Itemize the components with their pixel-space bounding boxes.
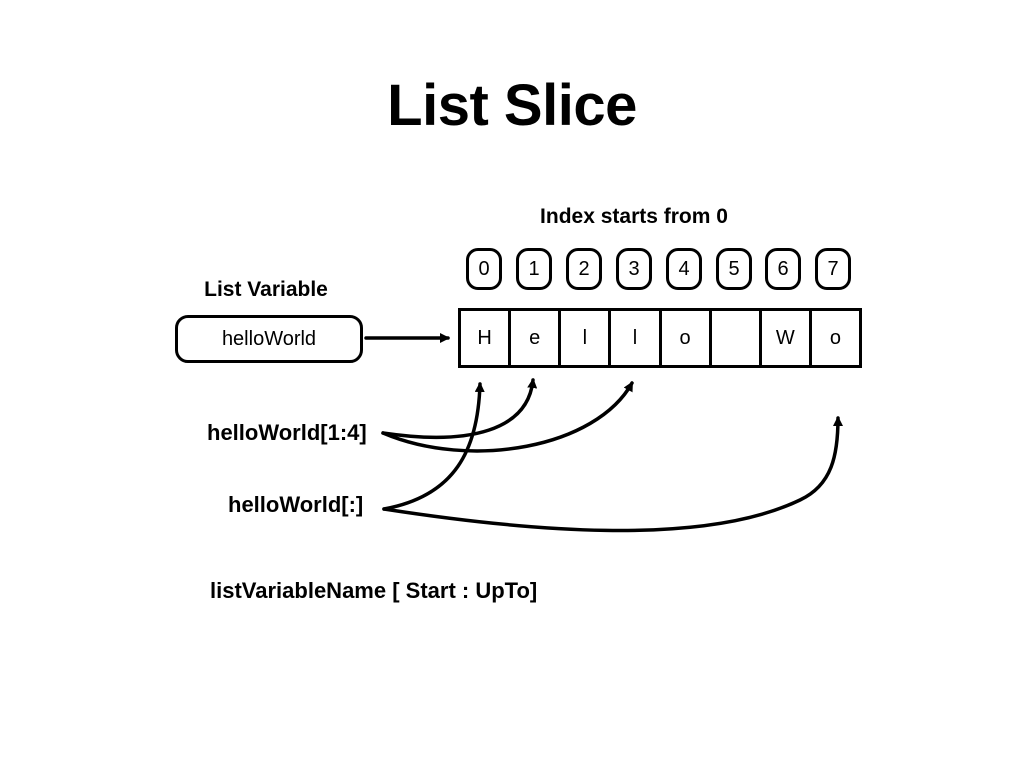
slice-upto-arrow xyxy=(381,381,634,453)
slice-expression-all: helloWorld[:] xyxy=(228,492,364,517)
page-title: List Slice xyxy=(387,73,637,138)
slice-all-start-arrow xyxy=(382,382,485,511)
index-pill: 0 xyxy=(466,248,502,290)
list-variable-box: helloWorld xyxy=(175,315,363,363)
list-cell: l xyxy=(561,311,612,365)
list-variable-caption: List Variable xyxy=(204,278,328,301)
index-pill: 4 xyxy=(666,248,702,290)
list-cell: e xyxy=(511,311,562,365)
slice-expression-1-4: helloWorld[1:4] xyxy=(207,420,367,445)
index-caption: Index starts from 0 xyxy=(540,205,728,228)
slice-syntax: listVariableName [ Start : UpTo] xyxy=(210,578,538,603)
slice-all-end-arrow xyxy=(382,416,843,533)
list-cell: l xyxy=(611,311,662,365)
list-cells: H e l l o W o xyxy=(458,308,862,368)
list-cell: o xyxy=(829,326,841,349)
list-cell: H xyxy=(461,311,512,365)
index-pill: 7 xyxy=(815,248,851,290)
list-cell: o xyxy=(662,311,712,365)
index-pill: 3 xyxy=(616,248,652,290)
list-cell xyxy=(712,311,762,365)
index-pill: 6 xyxy=(765,248,801,290)
list-cell: W xyxy=(762,311,812,365)
index-pill: 5 xyxy=(716,248,752,290)
slice-start-arrow xyxy=(381,378,538,440)
index-pill: 2 xyxy=(566,248,602,290)
index-pill: 1 xyxy=(516,248,552,290)
